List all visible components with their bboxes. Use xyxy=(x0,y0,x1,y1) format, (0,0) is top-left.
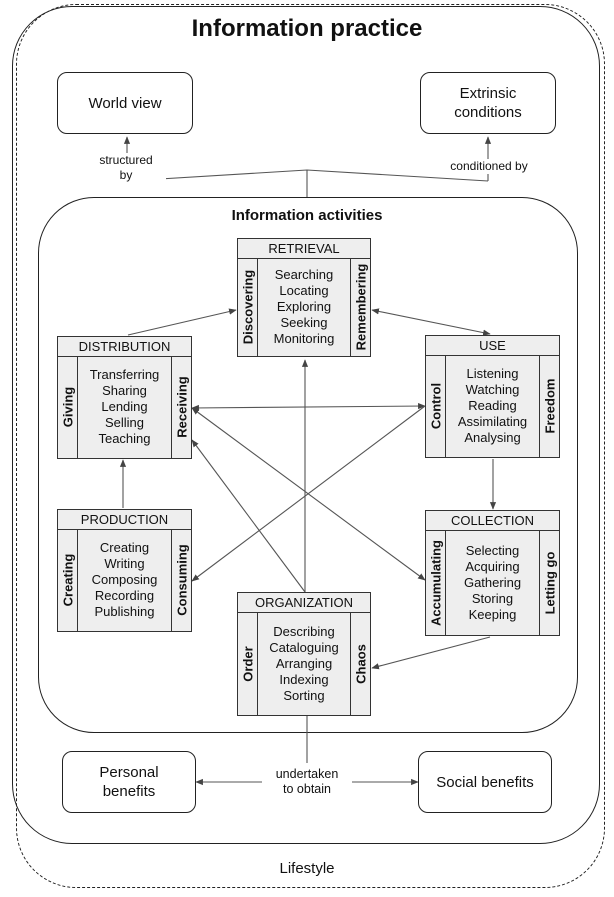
list-item: Listening xyxy=(466,366,519,381)
list-item: Creating xyxy=(99,540,150,555)
activity-title: ORGANIZATION xyxy=(238,593,370,613)
list-item: Publishing xyxy=(94,604,155,619)
list-item: Assimilating xyxy=(457,414,528,429)
side-label-left: Control xyxy=(428,382,443,430)
diagram-title: Information practice xyxy=(191,15,423,42)
activity-title: DISTRIBUTION xyxy=(58,337,191,357)
activity-retrieval: RETRIEVAL Discovering Searching Locating… xyxy=(237,238,371,357)
side-label-right: Receiving xyxy=(174,376,189,438)
activity-items: Creating Writing Composing Recording Pub… xyxy=(77,529,172,631)
list-item: Storing xyxy=(471,590,514,606)
social-benefits-box: Social benefits xyxy=(418,751,552,813)
list-item: Sharing xyxy=(102,383,147,398)
world-view-box: World view xyxy=(57,72,193,134)
side-label-left: Accumulating xyxy=(428,539,443,626)
activity-items: Selecting Acquiring Gathering Storing Ke… xyxy=(445,530,540,635)
list-item: Recording xyxy=(94,588,155,603)
list-item: Keeping xyxy=(468,606,517,622)
activity-title: RETRIEVAL xyxy=(238,239,370,259)
activity-use: USE Control Listening Watching Reading A… xyxy=(425,335,560,458)
arrow-collection-organization xyxy=(371,636,491,670)
information-activities-frame xyxy=(38,197,578,733)
side-label-left: Discovering xyxy=(240,269,255,345)
activity-distribution: DISTRIBUTION Giving Transferring Sharing… xyxy=(57,336,192,459)
list-item: Lending xyxy=(101,399,148,414)
activity-title: COLLECTION xyxy=(426,511,559,531)
activity-items: Transferring Sharing Lending Selling Tea… xyxy=(77,356,172,458)
list-item: Reading xyxy=(468,398,517,413)
lifestyle-label: Lifestyle xyxy=(279,860,335,877)
side-label-right: Chaos xyxy=(353,643,368,684)
list-item: Gathering xyxy=(463,574,522,590)
list-item: Exploring xyxy=(276,299,332,314)
list-item: Writing xyxy=(104,556,145,571)
side-label-right: Consuming xyxy=(174,544,189,616)
list-item: Arranging xyxy=(275,655,333,671)
list-item: Teaching xyxy=(98,431,151,446)
side-label-left: Giving xyxy=(60,386,75,428)
list-item: Searching xyxy=(274,267,334,282)
side-label-left: Creating xyxy=(60,553,75,607)
side-label-right: Remembering xyxy=(353,263,368,351)
list-item: Acquiring xyxy=(465,558,520,574)
activity-items: Describing Cataloguing Arranging Indexin… xyxy=(257,612,351,715)
activity-organization: ORGANIZATION Order Describing Cataloguin… xyxy=(237,592,371,716)
structured-by-label: structured by xyxy=(86,153,166,183)
list-item: Selling xyxy=(104,415,145,430)
activity-production: PRODUCTION Creating Creating Writing Com… xyxy=(57,509,192,632)
list-item: Monitoring xyxy=(273,331,335,346)
undertaken-label: undertaken to obtain xyxy=(262,767,352,797)
arrow-use-production xyxy=(191,405,426,582)
lifestyle-frame xyxy=(16,4,605,888)
arrow-organization-distribution xyxy=(191,439,306,593)
arrow-distribution-retrieval xyxy=(127,308,237,336)
arrow-distribution-use xyxy=(191,402,426,412)
activity-title: USE xyxy=(426,336,559,356)
personal-benefits-box: Personal benefits xyxy=(62,751,196,813)
list-item: Sorting xyxy=(283,687,325,703)
activities-title: Information activities xyxy=(231,207,383,224)
list-item: Indexing xyxy=(279,671,329,687)
list-item: Describing xyxy=(273,623,335,639)
list-item: Cataloguing xyxy=(269,639,339,655)
activity-title: PRODUCTION xyxy=(58,510,191,530)
list-item: Composing xyxy=(91,572,158,587)
list-item: Selecting xyxy=(465,542,520,558)
side-label-left: Order xyxy=(240,645,255,682)
list-item: Analysing xyxy=(464,430,521,445)
list-item: Seeking xyxy=(280,315,328,330)
list-item: Transferring xyxy=(89,367,160,382)
side-label-right: Letting go xyxy=(542,551,557,614)
activity-items: Listening Watching Reading Assimilating … xyxy=(445,355,540,457)
arrow-retrieval-use xyxy=(371,308,491,336)
activity-items: Searching Locating Exploring Seeking Mon… xyxy=(257,258,351,356)
list-item: Locating xyxy=(279,283,329,298)
side-label-right: Freedom xyxy=(542,378,557,434)
information-practice-frame xyxy=(12,6,600,844)
activity-collection: COLLECTION Accumulating Selecting Acquir… xyxy=(425,510,560,636)
conditioned-by-label: conditioned by xyxy=(437,159,541,174)
extrinsic-conditions-box: Extrinsic conditions xyxy=(420,72,556,134)
list-item: Watching xyxy=(465,382,520,397)
